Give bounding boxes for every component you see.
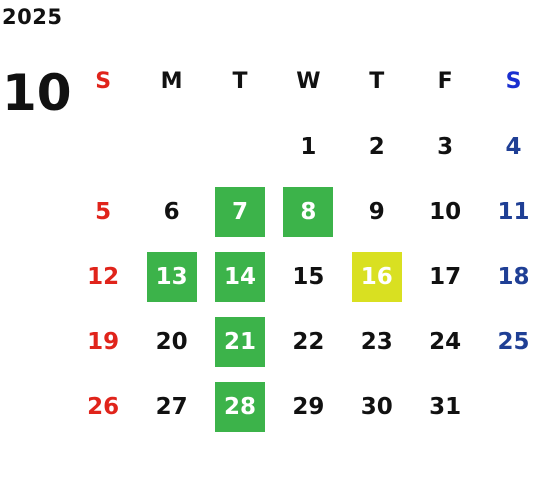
day-number-highlighted: 28 bbox=[214, 381, 265, 432]
day-number: 23 bbox=[360, 328, 393, 355]
day-number: 30 bbox=[360, 393, 393, 420]
day-cell[interactable]: 4 bbox=[479, 114, 547, 179]
day-number: 17 bbox=[429, 263, 462, 290]
day-cell[interactable]: 25 bbox=[479, 309, 547, 374]
day-cell[interactable]: 21 bbox=[206, 309, 274, 374]
weekday-header-wed: W bbox=[296, 68, 321, 94]
day-number-highlighted: 7 bbox=[214, 186, 265, 237]
day-cell[interactable]: 13 bbox=[137, 244, 205, 309]
day-number: 31 bbox=[429, 393, 462, 420]
day-cell[interactable]: 17 bbox=[411, 244, 479, 309]
day-cell[interactable]: 22 bbox=[274, 309, 342, 374]
day-number-highlighted: 8 bbox=[283, 186, 334, 237]
day-number: 26 bbox=[87, 393, 120, 420]
day-number: 10 bbox=[429, 198, 462, 225]
day-number-highlighted: 21 bbox=[214, 316, 265, 367]
year-label: 2025 bbox=[2, 5, 63, 29]
day-number: 12 bbox=[87, 263, 120, 290]
day-number: 15 bbox=[292, 263, 325, 290]
empty-day-cell bbox=[69, 114, 137, 179]
weekday-header-tue: T bbox=[232, 68, 248, 94]
day-cell[interactable]: 29 bbox=[274, 374, 342, 439]
day-cell[interactable]: 10 bbox=[411, 179, 479, 244]
day-cell[interactable]: 2 bbox=[343, 114, 411, 179]
empty-day-cell bbox=[479, 374, 547, 439]
day-cell[interactable]: 15 bbox=[274, 244, 342, 309]
day-number: 5 bbox=[95, 198, 112, 225]
day-number: 6 bbox=[163, 198, 180, 225]
day-number: 9 bbox=[368, 198, 385, 225]
weekday-header-mon: M bbox=[160, 68, 183, 94]
weekday-header-row: S M T W T F S bbox=[69, 48, 548, 114]
day-cell[interactable]: 11 bbox=[479, 179, 547, 244]
day-cell[interactable]: 23 bbox=[343, 309, 411, 374]
day-cell[interactable]: 14 bbox=[206, 244, 274, 309]
week-row: 12 13 14 15 16 17 18 bbox=[69, 244, 548, 309]
day-number-highlighted: 16 bbox=[351, 251, 402, 302]
day-cell[interactable]: 31 bbox=[411, 374, 479, 439]
weekday-header-sat: S bbox=[505, 68, 522, 94]
day-cell[interactable]: 20 bbox=[137, 309, 205, 374]
week-row: 26 27 28 29 30 31 bbox=[69, 374, 548, 439]
weekday-header-thu: T bbox=[369, 68, 385, 94]
day-cell[interactable]: 30 bbox=[343, 374, 411, 439]
day-number: 25 bbox=[497, 328, 530, 355]
month-label: 10 bbox=[2, 64, 72, 122]
day-number-highlighted: 13 bbox=[146, 251, 197, 302]
day-number: 27 bbox=[155, 393, 188, 420]
day-cell[interactable]: 12 bbox=[69, 244, 137, 309]
weekday-header-fri: F bbox=[437, 68, 453, 94]
day-cell[interactable]: 7 bbox=[206, 179, 274, 244]
day-cell[interactable]: 27 bbox=[137, 374, 205, 439]
day-cell[interactable]: 26 bbox=[69, 374, 137, 439]
day-number-highlighted: 14 bbox=[214, 251, 265, 302]
day-cell[interactable]: 16 bbox=[343, 244, 411, 309]
day-number: 1 bbox=[300, 133, 317, 160]
day-number: 11 bbox=[497, 198, 530, 225]
week-row: 19 20 21 22 23 24 25 bbox=[69, 309, 548, 374]
day-cell[interactable]: 5 bbox=[69, 179, 137, 244]
empty-day-cell bbox=[137, 114, 205, 179]
day-number: 22 bbox=[292, 328, 325, 355]
day-cell[interactable]: 9 bbox=[343, 179, 411, 244]
weekday-header-sun: S bbox=[95, 68, 112, 94]
day-number: 29 bbox=[292, 393, 325, 420]
day-number: 19 bbox=[87, 328, 120, 355]
day-number: 3 bbox=[437, 133, 454, 160]
day-cell[interactable]: 19 bbox=[69, 309, 137, 374]
empty-day-cell bbox=[206, 114, 274, 179]
day-cell[interactable]: 3 bbox=[411, 114, 479, 179]
day-cell[interactable]: 24 bbox=[411, 309, 479, 374]
week-row: 1 2 3 4 bbox=[69, 114, 548, 179]
day-cell[interactable]: 1 bbox=[274, 114, 342, 179]
day-cell[interactable]: 6 bbox=[137, 179, 205, 244]
day-number: 4 bbox=[505, 133, 522, 160]
day-cell[interactable]: 28 bbox=[206, 374, 274, 439]
day-number: 24 bbox=[429, 328, 462, 355]
day-cell[interactable]: 8 bbox=[274, 179, 342, 244]
day-number: 20 bbox=[155, 328, 188, 355]
day-cell[interactable]: 18 bbox=[479, 244, 547, 309]
day-number: 18 bbox=[497, 263, 530, 290]
day-number: 2 bbox=[368, 133, 385, 160]
